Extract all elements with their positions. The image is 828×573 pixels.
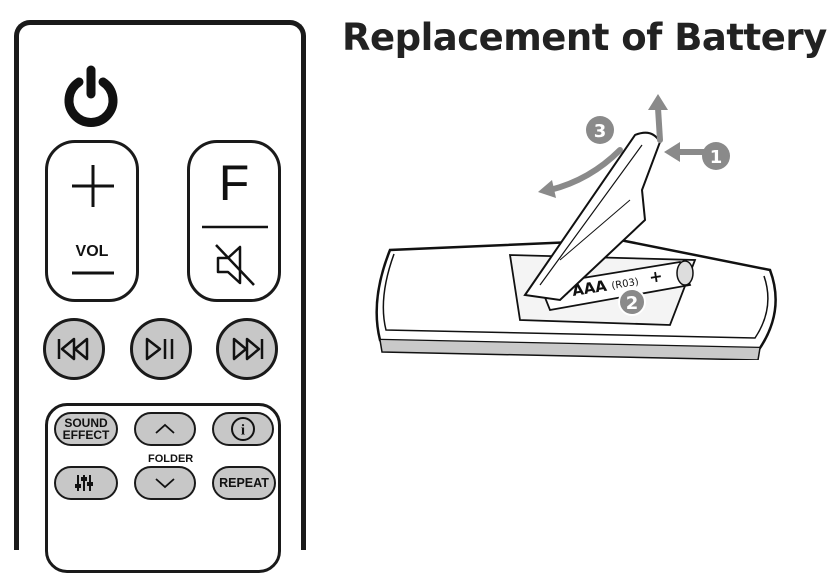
lift-arrow <box>655 105 663 143</box>
page-title: Replacement of Battery <box>342 16 827 59</box>
step-3-arrow <box>547 147 623 193</box>
remote-control: VOL F SOUND E <box>14 20 306 573</box>
speaker-mute-icon[interactable] <box>212 241 260 289</box>
svg-text:1: 1 <box>710 147 723 168</box>
skip-back-icon <box>57 337 89 361</box>
chevron-down-icon <box>155 478 175 489</box>
function-button[interactable]: F <box>218 155 250 211</box>
play-pause-icon <box>145 337 174 361</box>
svg-text:3: 3 <box>594 121 607 142</box>
skip-back-button[interactable] <box>43 318 105 380</box>
step-1-badge <box>702 142 730 170</box>
divider-line <box>202 225 268 229</box>
step-3-badge <box>586 116 614 144</box>
step-2-badge <box>618 288 646 316</box>
folder-up-button[interactable] <box>134 412 196 446</box>
volume-down-icon[interactable] <box>68 268 118 278</box>
battery-plus-sign: + <box>648 266 664 287</box>
svg-text:i: i <box>241 423 245 439</box>
power-button[interactable] <box>57 60 125 128</box>
play-pause-button[interactable] <box>130 318 192 380</box>
power-icon <box>64 65 118 127</box>
info-button[interactable]: i <box>212 412 274 446</box>
function-panel: SOUND EFFECT i FOLDER <box>45 403 281 573</box>
equalizer-button[interactable] <box>54 466 118 500</box>
equalizer-icon <box>75 475 93 491</box>
svg-text:2: 2 <box>626 293 639 314</box>
volume-up-icon[interactable] <box>68 161 118 211</box>
volume-label: VOL <box>75 243 109 260</box>
repeat-button[interactable]: REPEAT <box>212 466 276 500</box>
battery-label: AAA <box>571 277 609 300</box>
skip-forward-button[interactable] <box>216 318 278 380</box>
chevron-up-icon <box>155 423 175 434</box>
folder-label: FOLDER <box>148 453 194 465</box>
battery-cover <box>523 131 662 302</box>
skip-forward-icon <box>232 337 264 361</box>
function-mute-rocker: F <box>187 140 281 302</box>
sound-effect-button[interactable]: SOUND EFFECT <box>54 412 118 446</box>
battery-replacement-illustration: − AAA (R03) + 2 3 1 <box>375 94 777 360</box>
folder-down-button[interactable] <box>134 466 196 500</box>
info-icon: i <box>231 417 255 441</box>
volume-rocker: VOL <box>45 140 139 302</box>
remote-body-shell <box>382 253 769 339</box>
remote-side-face <box>379 339 761 360</box>
